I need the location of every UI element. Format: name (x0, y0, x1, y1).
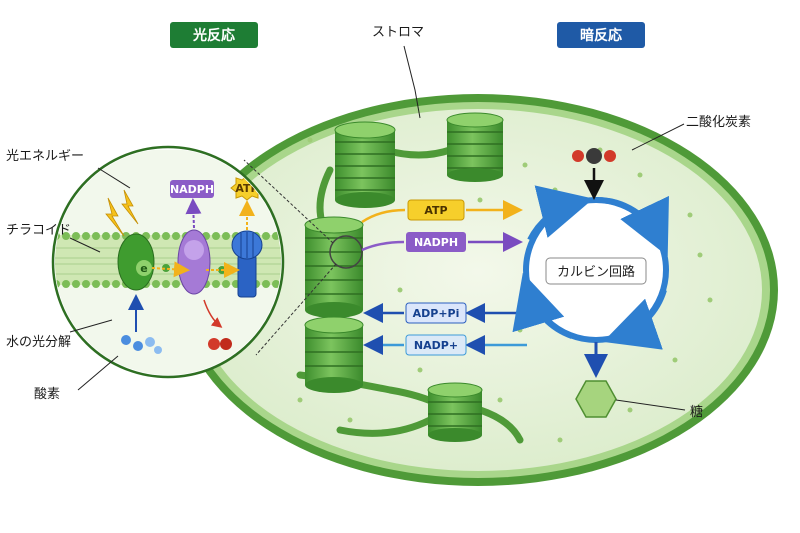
atp-label: ATP (424, 204, 447, 217)
water-photolysis-label: 水の光分解 (6, 335, 71, 350)
photosystem-ii: e (117, 233, 155, 291)
thylakoid-label: チラコイド (6, 223, 71, 238)
atp-flow: ATP (361, 199, 523, 224)
calvin-cycle: カルビン回路 (512, 185, 669, 350)
granum-2 (446, 112, 504, 182)
sugar-hexagon (575, 380, 617, 418)
light-reaction-title: 光反応 (192, 27, 235, 44)
nadp-flow: NADP+ (363, 334, 527, 356)
cytochrome-complex (177, 229, 211, 295)
calvin-cycle-label: カルビン回路 (557, 264, 635, 280)
dark-reaction-title: 暗反応 (580, 27, 622, 44)
stroma-label: ストロマ (372, 25, 424, 40)
oxygen-label: 酸素 (34, 387, 60, 402)
sugar-output (575, 342, 617, 418)
dark-reaction-header: 暗反応 (557, 22, 645, 48)
co2-molecule (572, 148, 616, 200)
thylakoid-zoom: e (51, 145, 285, 379)
water-molecule (121, 294, 162, 354)
adp-pi-label: ADP+Pi (413, 307, 460, 320)
co2-label: 二酸化炭素 (686, 115, 751, 130)
nadph-label: NADPH (414, 236, 458, 249)
nadph-flow: NADPH (361, 232, 523, 252)
sugar-label: 糖 (690, 404, 703, 420)
lightning-icon (105, 189, 139, 237)
nadph-badge: NADPH (170, 180, 214, 229)
granum-3 (304, 216, 364, 318)
granum-4 (304, 316, 364, 393)
nadph-badge-label: NADPH (170, 183, 214, 196)
light-reaction-header: 光反応 (170, 22, 258, 48)
leader-lines (69, 45, 686, 411)
electron-path-1 (151, 261, 190, 278)
adp-pi-flow: ADP+Pi (363, 302, 527, 324)
granum-1 (334, 121, 396, 208)
light-energy-label: 光エネルギー (6, 149, 84, 164)
nadp-label: NADP+ (414, 339, 458, 352)
oxygen-molecule (203, 299, 232, 350)
zoom-indicator (243, 159, 363, 356)
electron-label: e (140, 262, 147, 275)
electron-carrier-1 (162, 264, 170, 272)
granum-5 (427, 382, 483, 442)
atp-synthase (231, 230, 263, 298)
